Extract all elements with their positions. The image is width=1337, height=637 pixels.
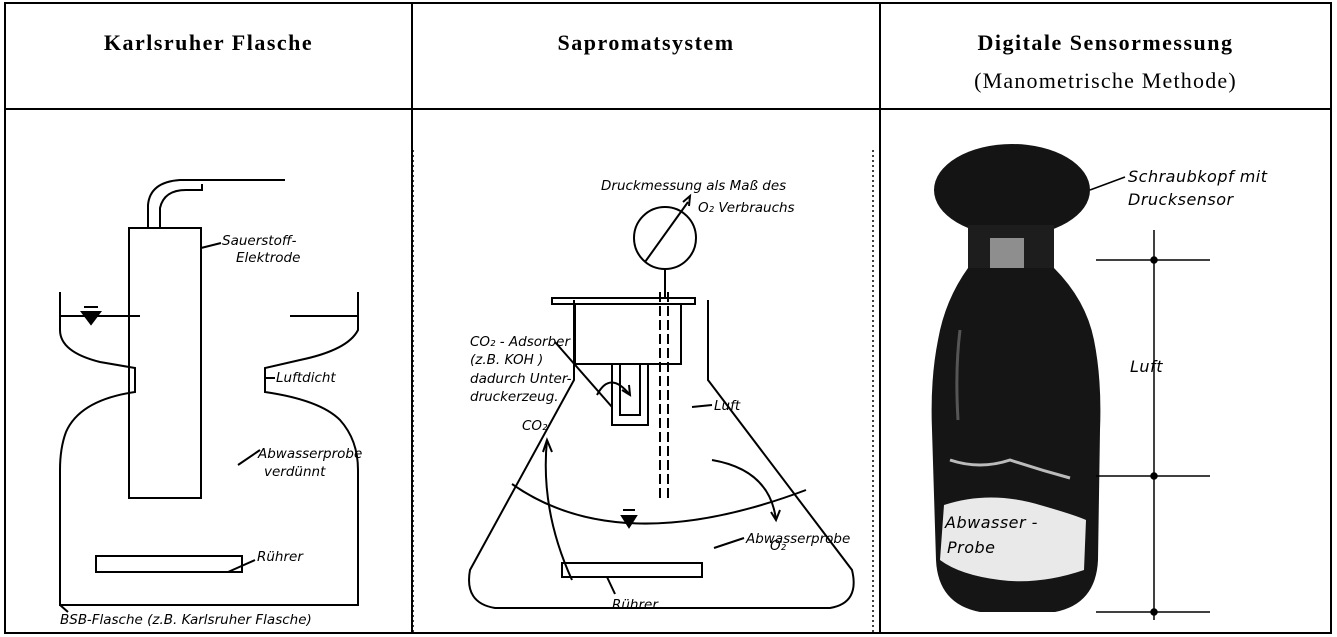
label-sample: Abwasser - <box>944 513 1038 532</box>
label-bottle: BSB-Flasche (z.B. Karlsruher Flasche) <box>60 612 312 628</box>
label-electrode: Sauerstoff- <box>222 233 297 249</box>
label-sample: Abwasserprobe <box>257 446 362 462</box>
label-sample: verdünnt <box>264 464 326 480</box>
label-stirrer: Rührer <box>612 597 659 613</box>
screw-cap <box>934 144 1090 236</box>
label-sample: Abwasserprobe <box>745 531 850 547</box>
label-adsorber: dadurch Unter- <box>470 371 572 387</box>
label-electrode: Elektrode <box>236 250 300 266</box>
label-pressure: O₂ Verbrauchs <box>698 200 795 216</box>
label-sample: Probe <box>947 538 996 557</box>
label-screwcap: Drucksensor <box>1128 190 1235 209</box>
label-stirrer: Rührer <box>257 549 304 565</box>
stirrer-bar <box>562 563 702 577</box>
label-air: Luft <box>1130 357 1163 376</box>
oxygen-electrode <box>129 228 201 498</box>
stirrer-bar <box>96 556 242 572</box>
pressure-gauge <box>634 207 696 269</box>
label-adsorber: (z.B. KOH ) <box>470 352 543 368</box>
label-co2: CO₂ <box>522 418 548 434</box>
label-air: Luft <box>714 398 741 414</box>
karlsruhe-diagram <box>60 180 358 612</box>
label-adsorber: CO₂ - Adsorber <box>470 334 571 350</box>
sensor-dimension-lines <box>1090 177 1210 620</box>
label-airtight: Luftdicht <box>276 370 336 386</box>
label-adsorber: druckerzeug. <box>470 389 559 405</box>
label-pressure: Druckmessung als Maß des <box>601 178 786 194</box>
electrode-cable <box>148 180 285 228</box>
label-screwcap: Schraubkopf mit <box>1128 167 1268 186</box>
